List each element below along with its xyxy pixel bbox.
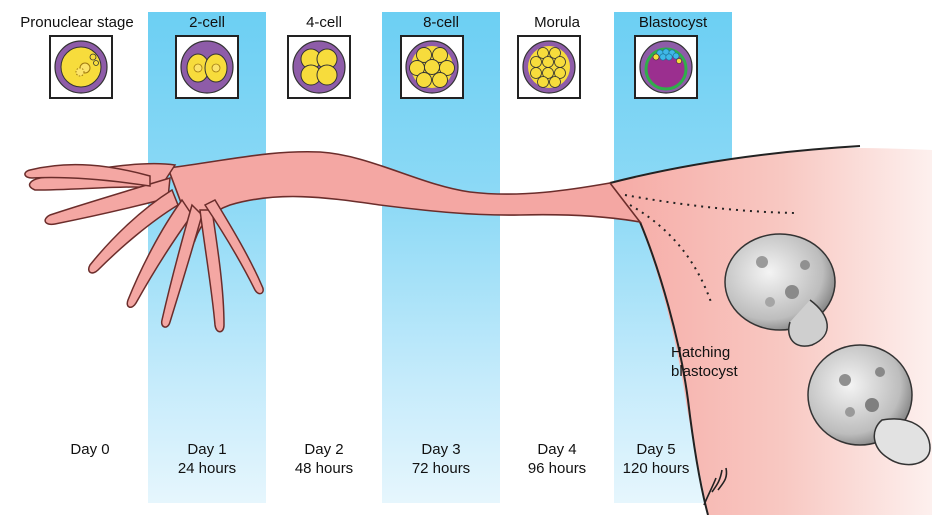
blastocyst-thumbnail <box>634 35 698 99</box>
day-label-4: Day 4 96 hours <box>500 440 614 478</box>
day-label-1: Day 1 24 hours <box>148 440 266 478</box>
stage-label-8-cell: 8-cell <box>382 14 500 31</box>
hatching-label-line2: blastocyst <box>671 362 738 381</box>
oviduct <box>168 152 640 240</box>
four-cell-embryo-thumbnail <box>287 35 351 99</box>
stage-label-2-cell: 2-cell <box>148 14 266 31</box>
stage-label-4-cell: 4-cell <box>266 14 382 31</box>
day-label-3-time: 72 hours <box>382 459 500 478</box>
morula-thumbnail <box>517 35 581 99</box>
eight-cell-embryo-thumbnail <box>400 35 464 99</box>
day-label-0: Day 0 <box>40 440 140 459</box>
day-label-2: Day 2 48 hours <box>266 440 382 478</box>
stage-label-morula: Morula <box>500 14 614 31</box>
day-label-2-time: 48 hours <box>266 459 382 478</box>
hatching-label-line1: Hatching <box>671 343 738 362</box>
stage-label-blastocyst: Blastocyst <box>614 14 732 31</box>
hatching-blastocyst-label: Hatching blastocyst <box>671 343 738 381</box>
stage-label-pronuclear: Pronuclear stage <box>8 14 146 31</box>
day-label-4-time: 96 hours <box>500 459 614 478</box>
day-label-0-day: Day 0 <box>40 440 140 459</box>
pronuclear-embryo-thumbnail <box>49 35 113 99</box>
two-cell-embryo-thumbnail <box>175 35 239 99</box>
day-label-1-day: Day 1 <box>148 440 266 459</box>
day-label-1-time: 24 hours <box>148 459 266 478</box>
day-label-3-day: Day 3 <box>382 440 500 459</box>
day-label-5-time: 120 hours <box>614 459 698 478</box>
day-label-3: Day 3 72 hours <box>382 440 500 478</box>
day-label-4-day: Day 4 <box>500 440 614 459</box>
day-label-5: Day 5 120 hours <box>614 440 698 478</box>
day-label-5-day: Day 5 <box>614 440 698 459</box>
day-label-2-day: Day 2 <box>266 440 382 459</box>
